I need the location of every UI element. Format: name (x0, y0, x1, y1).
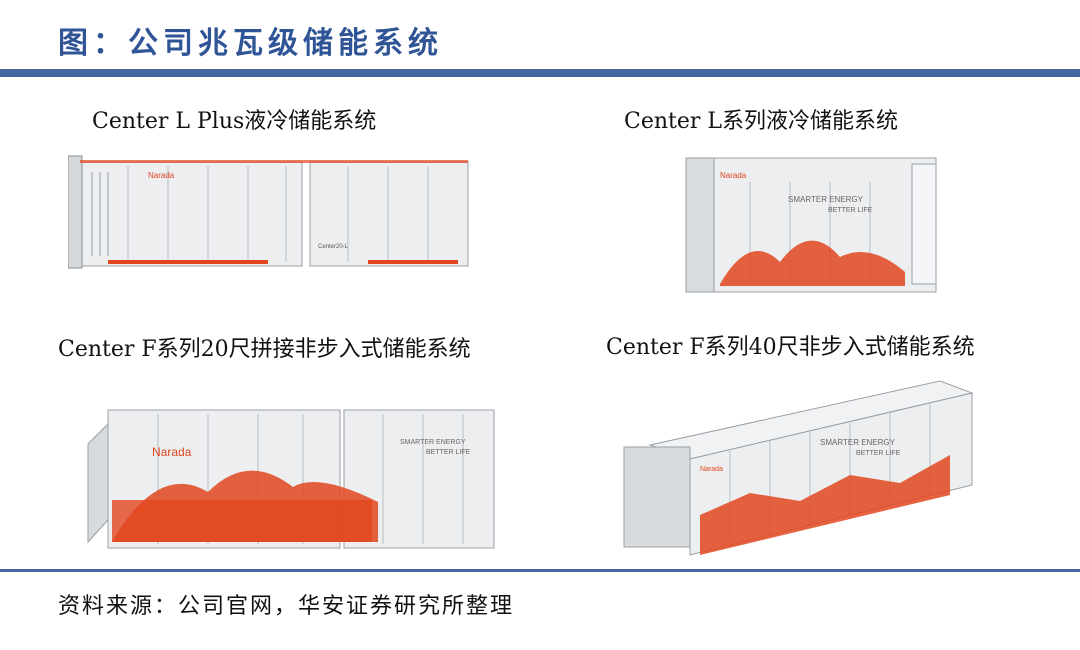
product-image-center-f-20ft: Narada SMARTER ENERGY BETTER LIFE (87, 409, 495, 549)
product-image-center-f-40ft: Narada SMARTER ENERGY BETTER LIFE (623, 380, 974, 556)
slogan-line-2: BETTER LIFE (426, 449, 471, 456)
top-divider (0, 69, 1080, 77)
caption-center-f-40ft: Center F系列40尺非步入式储能系统 (606, 335, 975, 360)
brand-logo: Narada (700, 466, 723, 473)
bottom-divider (0, 569, 1080, 572)
slogan-line-2: BETTER LIFE (828, 207, 873, 214)
product-image-center-l-plus: Narada Center20-L (68, 155, 469, 269)
brand-logo: Narada (720, 171, 747, 180)
source-note: 资料来源：公司官网，华安证券研究所整理 (58, 594, 515, 619)
slogan-line-2: BETTER LIFE (856, 450, 901, 457)
product-image-center-l: Narada SMARTER ENERGY BETTER LIFE (685, 157, 937, 293)
caption-center-l-plus: Center L Plus液冷储能系统 (92, 109, 377, 134)
figure-title: 图：公司兆瓦级储能系统 (58, 26, 443, 61)
slogan-line-1: SMARTER ENERGY (400, 439, 466, 446)
slogan-line-1: SMARTER ENERGY (820, 438, 896, 447)
brand-logo: Narada (148, 171, 175, 180)
brand-logo: Narada (152, 445, 192, 459)
caption-center-l: Center L系列液冷储能系统 (624, 109, 899, 134)
model-label: Center20-L (318, 244, 349, 250)
slogan-line-1: SMARTER ENERGY (788, 195, 864, 204)
caption-center-f-20ft: Center F系列20尺拼接非步入式储能系统 (58, 337, 471, 362)
